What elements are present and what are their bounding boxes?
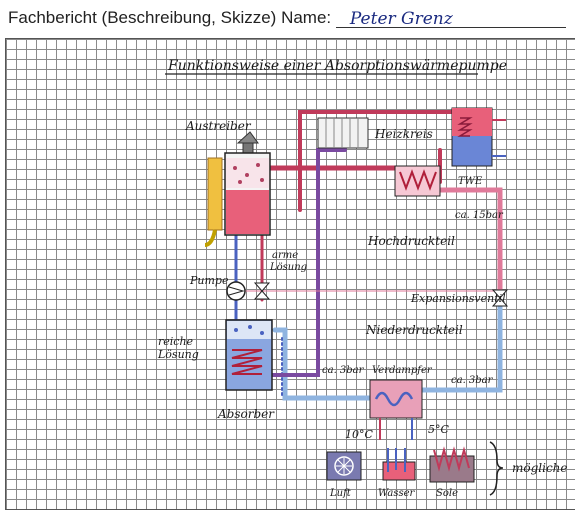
label-niederdruckteil: Niederdruckteil bbox=[365, 323, 463, 337]
label-moegliche: mögliche bbox=[512, 461, 568, 475]
radiator bbox=[317, 117, 369, 149]
label-heizkreis: Heizkreis bbox=[374, 127, 433, 141]
label-absorber: Absorber bbox=[217, 407, 275, 421]
name-field: Peter Grenz bbox=[335, 9, 566, 29]
header-label: Fachbericht (Beschreibung, Skizze) Name: bbox=[8, 8, 332, 27]
label-sole: Sole bbox=[436, 488, 458, 499]
label-pumpe: Pumpe bbox=[189, 274, 229, 287]
twe-storage-tank bbox=[451, 107, 506, 167]
pump bbox=[226, 281, 246, 301]
label-austreiber: Austreiber bbox=[185, 119, 252, 133]
condenser bbox=[394, 165, 441, 197]
pipe-liquid-low bbox=[417, 303, 503, 393]
solution-throttle-valve bbox=[253, 282, 271, 300]
label-pressure-high: ca. 15bar bbox=[455, 210, 504, 221]
pipe-heating-flow bbox=[298, 110, 454, 212]
author-name: Peter Grenz bbox=[349, 9, 453, 29]
label-temp-left: 10°C bbox=[345, 428, 373, 441]
label-reiche-1: reiche bbox=[158, 335, 194, 348]
label-temp-right: 5°C bbox=[428, 423, 449, 436]
label-hochdruckteil: Hochdruckteil bbox=[367, 234, 455, 248]
pipe-absorber-heat bbox=[263, 208, 320, 377]
heat-source-brine bbox=[429, 446, 475, 483]
grouping-brace bbox=[489, 441, 504, 496]
form-header: Fachbericht (Beschreibung, Skizze) Name:… bbox=[8, 8, 566, 29]
pipe-liquid-high bbox=[437, 187, 503, 293]
evaporator bbox=[369, 379, 423, 440]
heat-source-water bbox=[382, 448, 416, 481]
label-expansionsventil: Expansionsventil bbox=[410, 292, 506, 305]
label-luft: Luft bbox=[329, 488, 352, 499]
label-reiche-2: Lösung bbox=[157, 348, 199, 361]
pipe-network bbox=[234, 110, 503, 401]
label-twe: TWE bbox=[458, 176, 483, 187]
label-pressure-low-left: ca. 3bar bbox=[322, 365, 365, 376]
austreiber-vessel bbox=[204, 131, 271, 247]
label-arme-1: arme bbox=[272, 250, 298, 261]
pipe-vapor-to-absorber bbox=[272, 327, 373, 401]
expansion-valve bbox=[491, 289, 509, 307]
label-verdampfer: Verdampfer bbox=[372, 365, 433, 376]
absorber-vessel bbox=[225, 319, 273, 391]
pipe-heating-return bbox=[316, 148, 347, 212]
heat-source-air bbox=[326, 451, 362, 481]
sketch-title: Funktionsweise einer Absorptionswärmepum… bbox=[167, 58, 507, 74]
label-pressure-low-right: ca. 3bar bbox=[451, 375, 494, 386]
label-arme-2: Lösung bbox=[269, 262, 307, 273]
label-wasser: Wasser bbox=[378, 488, 416, 499]
